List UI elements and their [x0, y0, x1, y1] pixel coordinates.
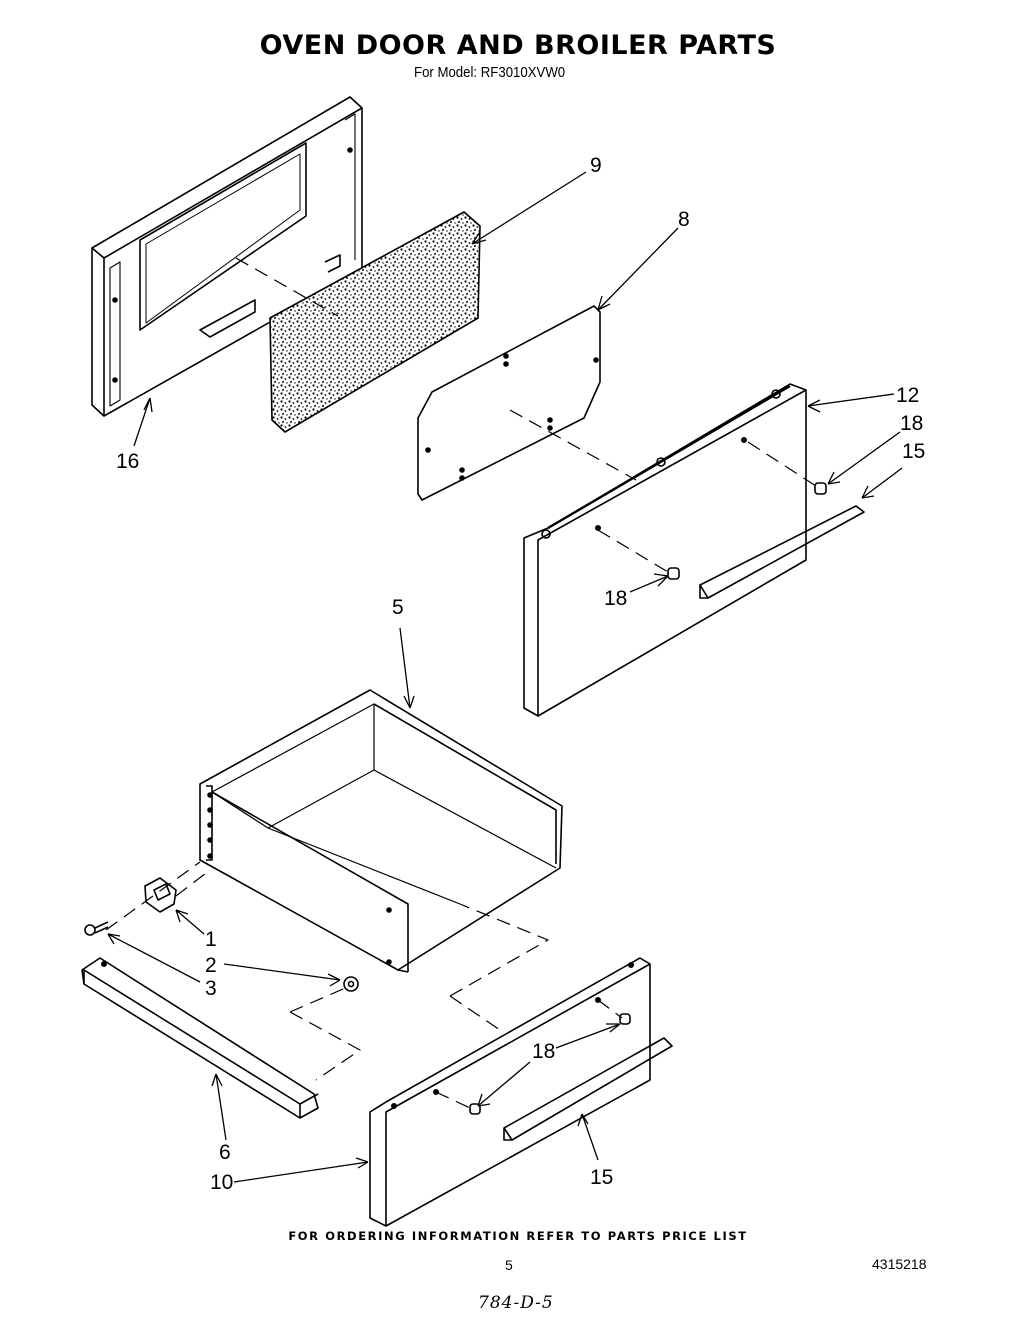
bracket-part: [144, 877, 177, 913]
callout-leader-lines: [107, 171, 903, 1183]
callout-18-lower: 18: [532, 1040, 555, 1063]
callout-8: 8: [678, 208, 690, 231]
model-subtitle: For Model: RF3010XVW0: [414, 64, 566, 81]
callout-18-upper-right: 18: [900, 412, 923, 435]
document-number: 4315218: [872, 1256, 927, 1272]
callout-16: 16: [116, 450, 139, 473]
callout-10: 10: [210, 1171, 233, 1194]
callout-3: 3: [205, 977, 217, 1000]
callout-6: 6: [219, 1141, 231, 1164]
handwritten-note: 784-D-5: [478, 1293, 554, 1313]
callout-15-lower: 15: [590, 1166, 613, 1189]
drawer-trim-part: [81, 957, 319, 1119]
page-title: OVEN DOOR AND BROILER PARTS: [259, 30, 777, 61]
ordering-note: FOR ORDERING INFORMATION REFER TO PARTS …: [288, 1229, 748, 1243]
outer-door-panel-part: [523, 383, 865, 717]
callout-1: 1: [205, 928, 217, 951]
callout-9: 9: [590, 154, 602, 177]
insulation-batt-part: [269, 211, 481, 433]
callout-12: 12: [896, 384, 919, 407]
screw-part: [84, 921, 109, 936]
broiler-drawer-part: [199, 689, 563, 973]
callout-15-upper: 15: [902, 440, 925, 463]
drawer-front-panel-part: [369, 957, 673, 1227]
grommet-part: [343, 976, 359, 992]
callout-18-upper-left: 18: [604, 587, 627, 610]
callout-5: 5: [392, 596, 404, 619]
callout-2: 2: [205, 954, 217, 977]
door-liner-panel-part: [417, 305, 601, 501]
page-number: 5: [505, 1257, 513, 1273]
callout-labels: 9 8 12 18 15 18 16 5 1 2 3 6 10 18 15: [116, 154, 925, 1194]
assembly-dash-lines: [105, 257, 817, 1109]
